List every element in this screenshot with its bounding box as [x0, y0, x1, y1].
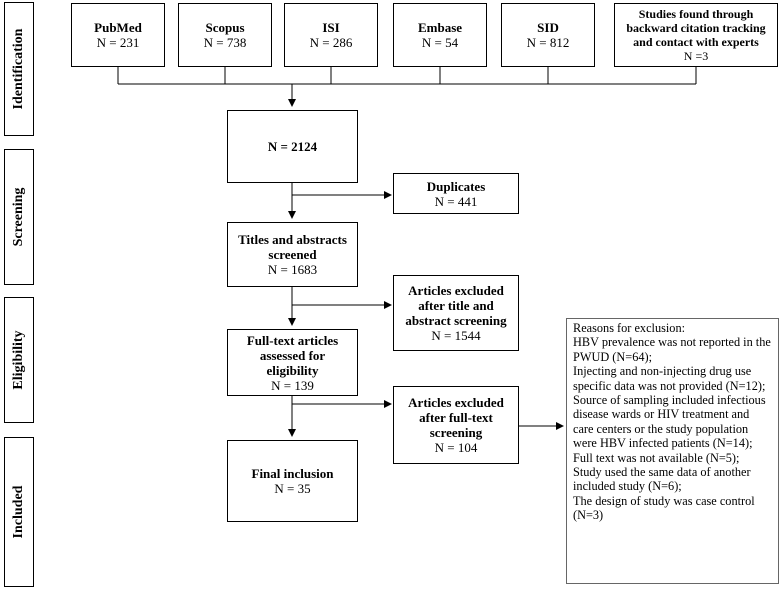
reason-item: Source of sampling included infectious d…: [573, 393, 766, 451]
excluded-title-box: Articles excluded after title and abstra…: [393, 275, 519, 351]
phase-included: Included: [4, 437, 34, 587]
source-count: N = 738: [203, 35, 247, 50]
final-inclusion-count: N = 35: [274, 481, 311, 496]
total-records-box: N = 2124: [227, 110, 358, 183]
reason-item: Study used the same data of another incl…: [573, 465, 751, 494]
fulltext-assessed-box: Full-text articles assessed for eligibil…: [227, 329, 358, 396]
phase-included-label: Included: [11, 485, 26, 539]
source-name: Studies found through backward citation …: [626, 7, 766, 49]
phase-eligibility: Eligibility: [4, 297, 34, 423]
source-box-sid: SID N = 812: [501, 3, 595, 67]
reason-item: Full text was not available (N=5);: [573, 450, 740, 465]
total-records-label: N = 2124: [267, 139, 318, 154]
reason-item: HBV prevalence was not reported in the P…: [573, 335, 771, 364]
phase-screening-label: Screening: [11, 187, 26, 247]
source-name: PubMed: [94, 20, 142, 35]
source-name: Embase: [417, 20, 463, 35]
titles-screened-title: Titles and abstracts screened: [238, 232, 347, 262]
phase-identification-label: Identification: [11, 28, 26, 110]
reason-item: The design of study was case control (N=…: [573, 493, 755, 523]
duplicates-box: Duplicates N = 441: [393, 173, 519, 214]
phase-screening: Screening: [4, 149, 34, 285]
source-box-other: Studies found through backward citation …: [614, 3, 778, 67]
titles-screened-count: N = 1683: [267, 262, 318, 277]
source-count: N = 231: [96, 35, 140, 50]
source-box-pubmed: PubMed N = 231: [71, 3, 165, 67]
source-box-isi: ISI N = 286: [284, 3, 378, 67]
source-count: N = 812: [526, 35, 570, 50]
titles-screened-box: Titles and abstracts screened N = 1683: [227, 222, 358, 287]
fulltext-assessed-title: Full-text articles assessed for eligibil…: [246, 332, 339, 378]
source-name: ISI: [322, 20, 340, 35]
source-count: N =3: [683, 49, 709, 63]
final-inclusion-title: Final inclusion: [251, 466, 334, 481]
final-inclusion-box: Final inclusion N = 35: [227, 440, 358, 522]
duplicates-count: N = 441: [434, 193, 478, 209]
source-count: N = 286: [309, 35, 353, 50]
source-name: SID: [537, 20, 559, 35]
source-name: Scopus: [205, 20, 245, 35]
fulltext-assessed-count: N = 139: [271, 377, 314, 393]
source-count: N = 54: [421, 35, 459, 50]
phase-eligibility-label: Eligibility: [11, 330, 26, 390]
source-box-embase: Embase N = 54: [393, 3, 487, 67]
excluded-title-count: N = 1544: [431, 328, 481, 343]
reasons-heading: Reasons for exclusion:: [573, 321, 686, 335]
reasons-box: Reasons for exclusion: HBV prevalence wa…: [566, 318, 779, 584]
excluded-title-title: Articles excluded after title and abstra…: [405, 283, 507, 328]
duplicates-title: Duplicates: [426, 178, 486, 194]
phase-identification: Identification: [4, 2, 34, 136]
source-box-scopus: Scopus N = 738: [178, 3, 272, 67]
excluded-fulltext-title: Articles excluded after full-text screen…: [408, 395, 504, 440]
excluded-fulltext-count: N = 104: [434, 440, 478, 455]
reason-item: Injecting and non-injecting drug use spe…: [573, 364, 766, 393]
excluded-fulltext-box: Articles excluded after full-text screen…: [393, 386, 519, 464]
